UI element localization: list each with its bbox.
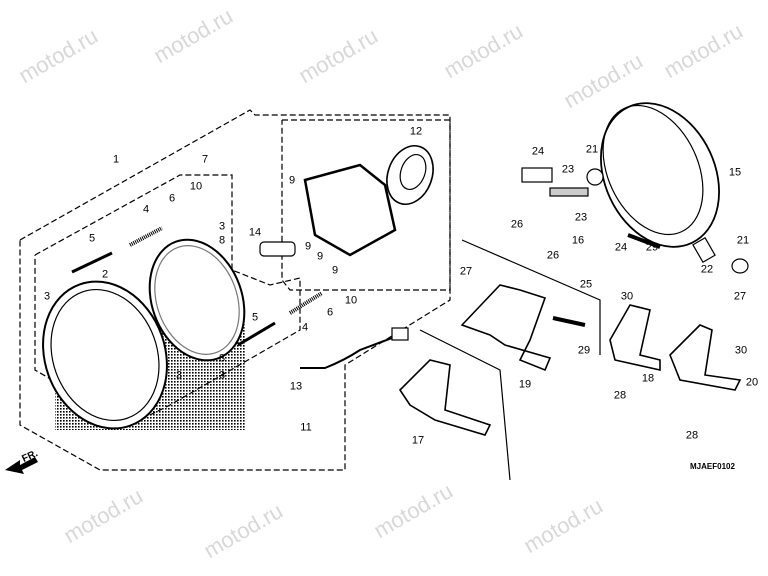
screw-4b <box>288 291 324 315</box>
part-number-label: 7 <box>201 153 209 166</box>
grommet-21b <box>586 168 604 186</box>
part-number-label: 9 <box>288 174 296 187</box>
part-number-label: 3 <box>218 369 226 382</box>
part-number-label: 5 <box>88 232 96 245</box>
screw-5b <box>237 321 276 347</box>
grommet-21 <box>731 258 749 274</box>
wire-harness <box>300 334 401 369</box>
bolt-29b <box>552 316 586 327</box>
part-number-label: 16 <box>571 234 585 247</box>
part-number-label: 3 <box>43 290 51 303</box>
part-number-label: 3 <box>218 220 226 233</box>
bolt-29 <box>627 233 661 249</box>
case-frame <box>303 163 397 257</box>
part-number-label: 19 <box>518 378 532 391</box>
part-number-label: 10 <box>189 180 203 193</box>
part-number-label: 27 <box>733 290 747 303</box>
bracket-19 <box>460 284 552 372</box>
part-number-label: 20 <box>745 376 759 389</box>
frame-line <box>461 239 601 355</box>
part-number-label: 29 <box>645 241 659 254</box>
screw-4 <box>129 226 163 247</box>
part-number-label: 15 <box>728 166 742 179</box>
part-number-label: 21 <box>736 234 750 247</box>
part-number-label: 26 <box>546 249 560 262</box>
headlight-lens <box>148 238 246 362</box>
pad-24 <box>521 167 553 183</box>
headlight-rim <box>42 280 168 430</box>
bracket-17 <box>398 359 492 436</box>
part-number-label: 30 <box>734 344 748 357</box>
part-number-label: 9 <box>304 240 312 253</box>
part-number-label: 30 <box>620 290 634 303</box>
collar-22 <box>692 237 716 263</box>
part-number-label: 26 <box>510 218 524 231</box>
frame-line <box>419 329 511 481</box>
part-number-label: 8 <box>218 352 226 365</box>
part-number-label: 23 <box>574 211 588 224</box>
part-number-label: 23 <box>561 163 575 176</box>
part-number-label: 10 <box>344 294 358 307</box>
socket-12 <box>386 145 434 205</box>
part-number-label: 8 <box>218 234 226 247</box>
stay-23 <box>549 187 589 197</box>
part-number-label: 9 <box>331 264 339 277</box>
part-number-label: 9 <box>316 250 324 263</box>
part-number-label: 6 <box>168 192 176 205</box>
front-arrow-icon <box>5 457 38 474</box>
part-number-label: 14 <box>248 226 262 239</box>
part-number-label: 29 <box>577 344 591 357</box>
screw-5 <box>71 251 113 274</box>
bulb <box>259 241 296 257</box>
part-number-label: 17 <box>411 434 425 447</box>
part-number-label: 6 <box>326 306 334 319</box>
part-number-label: 25 <box>579 278 593 291</box>
part-number-label: 28 <box>613 389 627 402</box>
part-number-label: 21 <box>585 143 599 156</box>
part-number-label: 11 <box>300 421 312 434</box>
bracket-18 <box>609 304 661 371</box>
part-number-label: 24 <box>531 145 545 158</box>
diagram-code: MJAEF0102 <box>690 462 735 471</box>
part-number-label: 2 <box>101 268 109 281</box>
part-number-label: 4 <box>142 203 150 216</box>
part-number-label: 28 <box>685 429 699 442</box>
group-outline-inner <box>281 119 451 291</box>
part-number-label: 18 <box>641 372 655 385</box>
part-number-label: 12 <box>409 125 423 138</box>
part-number-label: 27 <box>459 265 473 278</box>
bracket-20 <box>669 324 742 391</box>
part-number-label: 5 <box>251 311 259 324</box>
part-number-label: 3 <box>175 369 183 382</box>
part-number-label: 24 <box>614 241 628 254</box>
part-number-label: 1 <box>112 153 120 166</box>
part-number-label: 22 <box>700 263 714 276</box>
part-number-label: 13 <box>289 380 303 393</box>
part-number-label: 4 <box>301 321 309 334</box>
